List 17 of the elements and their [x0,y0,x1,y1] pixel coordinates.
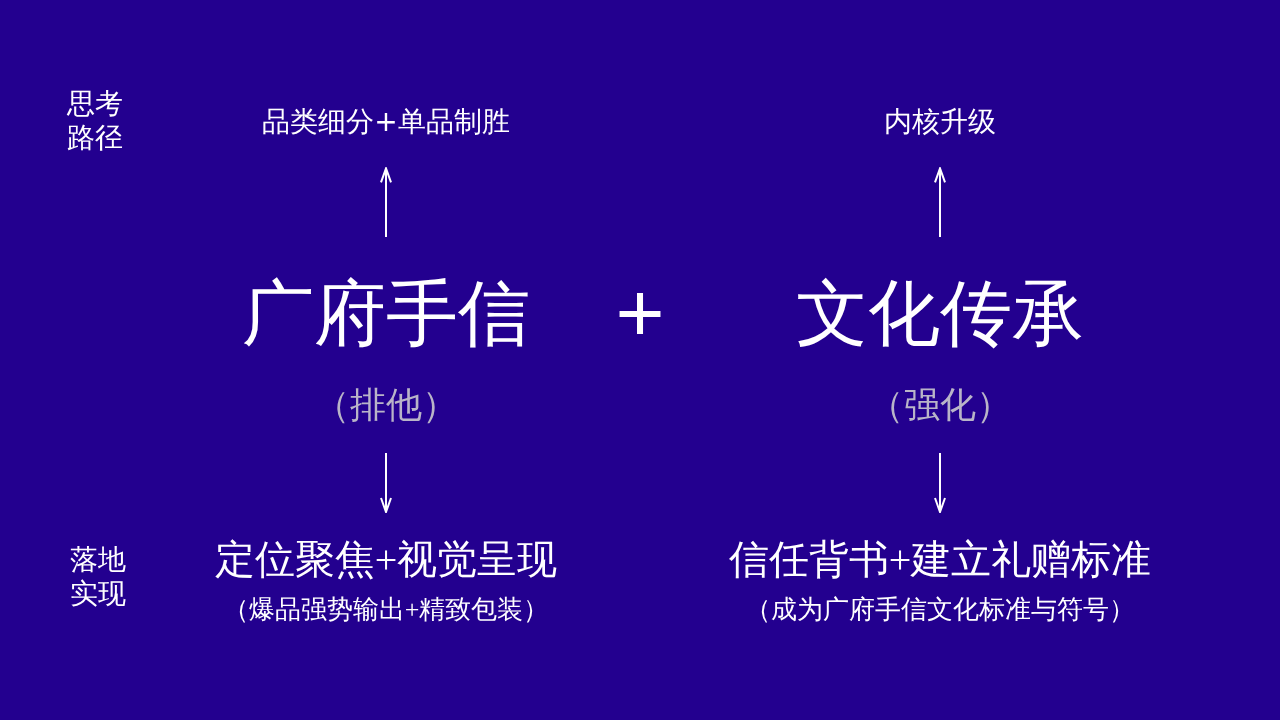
path-text: 定位聚焦+视觉呈现 [214,536,558,584]
arrow [934,167,946,238]
arrow [934,452,946,513]
concept-heading: 文化传承 [796,273,1084,356]
note-text: （强化） [868,382,1012,426]
note-text: （爆品强势输出+精致包装） [222,594,550,626]
note-text: （排他） [314,382,458,426]
concept-heading: 广府手信 [242,273,530,356]
plus-sign: + [615,270,665,354]
arrow [380,167,392,238]
note-text: （成为广府手信文化标准与符号） [745,594,1135,626]
path-text: 信任背书+建立礼赠标准 [728,536,1152,584]
row-label: 思考路径 [67,87,123,155]
path-text: 品类细分+单品制胜 [262,104,510,140]
row-label: 落地实现 [70,543,126,611]
arrow [380,452,392,513]
path-text: 内核升级 [884,104,996,140]
